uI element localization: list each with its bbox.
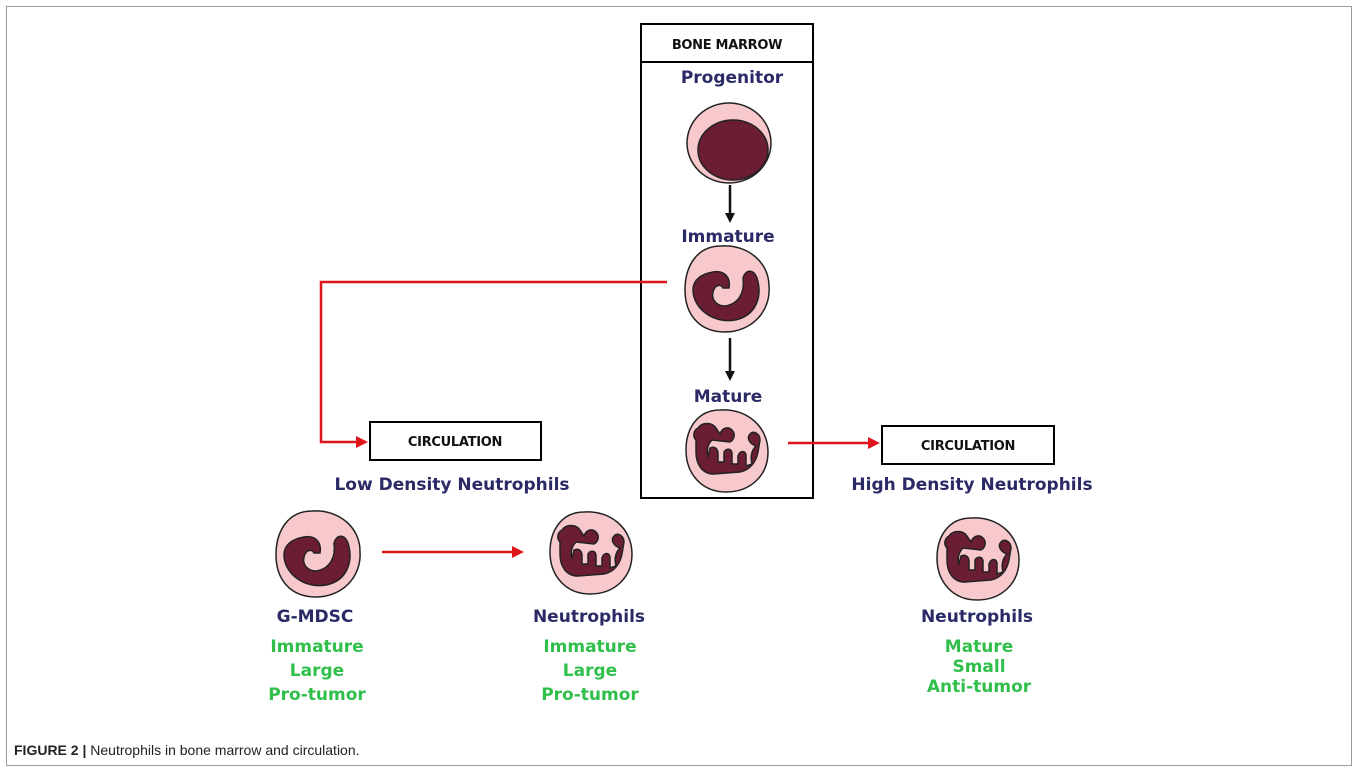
right-neutrophils-trait-3: Anti-tumor — [927, 677, 1032, 697]
right-circulation-box — [881, 425, 1055, 465]
g-mdsc-label: G-MDSC — [277, 607, 354, 627]
bone-marrow-title: BONE MARROW — [672, 38, 782, 53]
right-circulation-label: CIRCULATION — [921, 439, 1015, 454]
left-neutrophil-cell-icon — [549, 511, 633, 595]
mature-cell-icon — [685, 409, 769, 493]
caption-text: Neutrophils in bone marrow and circulati… — [86, 742, 360, 758]
left-circulation-box — [369, 421, 542, 461]
arrow-immature-to-left-circulation — [319, 280, 667, 448]
left-neutrophils-label: Neutrophils — [533, 607, 645, 627]
right-neutrophils-label: Neutrophils — [921, 607, 1033, 627]
g-mdsc-cell-icon — [275, 510, 361, 598]
high-density-heading: High Density Neutrophils — [851, 475, 1092, 495]
g-mdsc-trait-2: Large — [290, 661, 344, 681]
immature-label: Immature — [681, 227, 774, 247]
figure-frame — [6, 6, 1352, 766]
mature-label: Mature — [694, 387, 763, 407]
right-neutrophils-trait-1: Mature — [945, 637, 1014, 657]
immature-cell-icon — [684, 245, 770, 333]
g-mdsc-trait-1: Immature — [270, 637, 363, 657]
left-neutrophils-trait-2: Large — [563, 661, 617, 681]
figure-caption: FIGURE 2 | Neutrophils in bone marrow an… — [14, 742, 360, 758]
progenitor-label: Progenitor — [681, 68, 784, 88]
left-circulation-label: CIRCULATION — [408, 435, 502, 450]
right-neutrophil-cell-icon — [936, 517, 1020, 601]
progenitor-cell-icon — [686, 102, 772, 184]
g-mdsc-trait-3: Pro-tumor — [268, 685, 366, 705]
right-neutrophils-trait-2: Small — [952, 657, 1005, 677]
left-neutrophils-trait-1: Immature — [543, 637, 636, 657]
caption-label: FIGURE 2 | — [14, 742, 87, 758]
bone-marrow-title-box — [640, 23, 814, 63]
low-density-heading: Low Density Neutrophils — [334, 475, 569, 495]
left-neutrophils-trait-3: Pro-tumor — [541, 685, 639, 705]
